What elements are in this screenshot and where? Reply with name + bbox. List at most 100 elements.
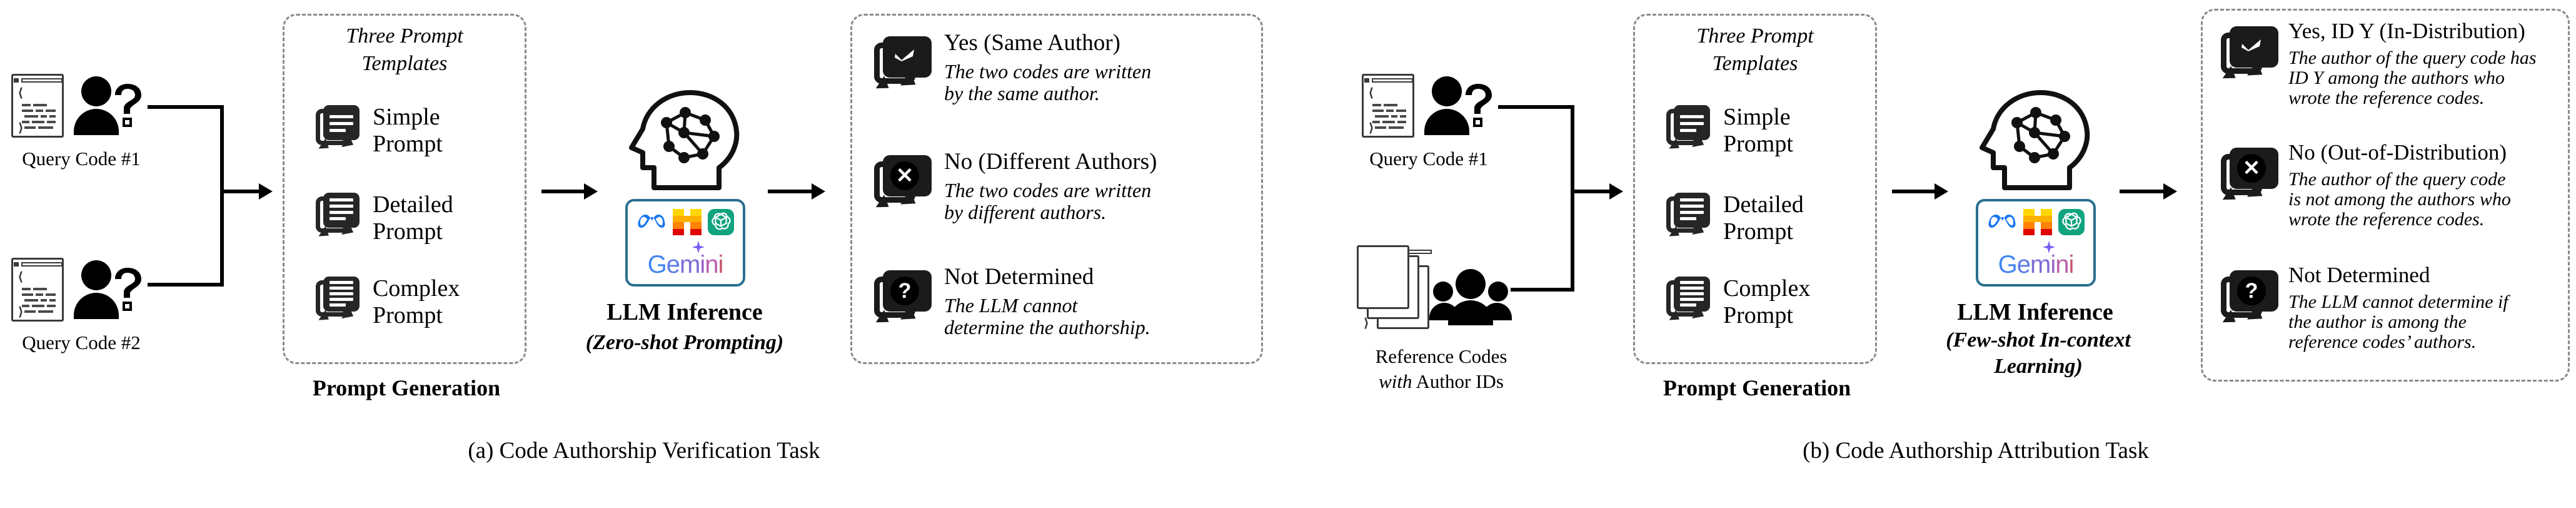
prompt-generation-caption: Prompt Generation [1663,375,1851,400]
result-title: No (Different Authors) [944,149,1157,175]
code-file-icon: ⟨ ⟩ [11,74,65,139]
template-label-detailed: Detailed [1723,191,1804,218]
connector-line [2120,190,2166,193]
gemini-wordmark: Gemini [1998,251,2075,278]
input-label-reference-codes: Reference Codes [1375,345,1507,367]
speech-bubble-icon [1666,105,1716,156]
cross-glyph: ✕ [2242,156,2261,180]
result-title: No (Out-of-Distribution) [2288,140,2507,165]
result-desc-line: The LLM cannot determine if [2288,292,2508,312]
speech-bubble-icon [316,193,366,244]
code-file-icon: ⟨ ⟩ [11,258,65,323]
results-box [2201,9,2570,382]
person-question-icon [1424,75,1493,138]
check-bubble-icon [2221,26,2281,84]
label-with-italic: with [1379,370,1412,392]
cross-bubble-icon: ✕ [874,155,934,213]
arrow-to-results [2163,183,2177,200]
question-bubble-icon: ? [874,270,934,328]
template-label-detailed-2: Prompt [373,218,443,245]
person-question-icon [74,75,143,138]
llm-model-logos-card: Gemini [625,199,745,287]
result-desc-line: The author of the query code [2288,169,2506,190]
prompt-generation-caption: Prompt Generation [312,375,501,400]
prompt-generation-box [1633,14,1877,364]
result-desc-line: wrote the reference codes. [2288,209,2485,230]
question-glyph: ? [2245,279,2258,303]
results-box [850,14,1263,364]
arrow-to-llm [1935,183,1948,200]
meta-logo [1988,215,2016,228]
prompt-box-heading-line1: Three Prompt [346,24,463,48]
arrow-to-prompt-box [1609,183,1623,200]
speech-bubble-icon [316,277,366,328]
meta-logo [638,215,665,228]
template-label-simple-2: Prompt [1723,131,1793,157]
person-question-icon [74,259,143,322]
check-bubble-icon [874,36,934,94]
template-label-simple: Simple [1723,104,1791,130]
gemini-wordmark: Gemini [647,251,724,278]
connector-line [768,190,814,193]
model-logo-row [1978,209,2093,235]
openai-logo [2058,209,2085,235]
connector-line [148,283,224,287]
mistral-logo [2023,209,2052,235]
panel-code-authorship-attribution: ⟨ ⟩ [1288,0,2576,508]
template-label-simple: Simple [373,104,440,130]
connector-line [148,105,224,109]
connector-line [1571,105,1574,292]
speech-bubble-icon [1666,277,1716,328]
question-glyph: ? [898,279,912,303]
llm-inference-subtitle: (Zero-shot Prompting) [585,331,784,354]
template-label-complex: Complex [373,275,460,302]
result-desc-line: The LLM cannot [944,294,1078,317]
arrow-to-results [812,183,825,200]
panel-caption-b: (b) Code Authorship Attribution Task [1803,438,2149,464]
arrow-to-llm [584,183,598,200]
brain-head-icon [1976,88,2095,194]
result-desc-line: wrote the reference codes. [2288,88,2485,108]
mistral-logo [673,209,702,235]
result-desc-line: reference codes’ authors. [2288,332,2477,352]
people-group-icon [1429,263,1514,325]
prompt-generation-box [283,14,526,364]
connector-line [1511,288,1574,292]
gemini-sparkle-icon [692,240,705,254]
panel-caption-a: (a) Code Authorship Verification Task [468,438,820,464]
template-label-complex-2: Prompt [1723,302,1793,328]
llm-inference-subtitle-line2: Learning) [1994,355,2083,378]
openai-logo [708,209,734,235]
prompt-box-heading-line2: Templates [1712,52,1798,75]
code-file-stack-icon: ⟨ ⟩ [1357,245,1434,334]
connector-line [1571,190,1612,193]
prompt-box-heading-line2: Templates [361,52,448,75]
prompt-box-heading-line1: Three Prompt [1696,24,1814,48]
result-desc-line: The author of the query code has [2288,48,2537,68]
template-label-detailed: Detailed [373,191,453,218]
llm-inference-title: LLM Inference [1957,299,2113,325]
result-title: Not Determined [2288,263,2430,287]
speech-bubble-icon [1666,193,1716,244]
result-desc-line: ID Y among the authors who [2288,68,2505,88]
speech-bubble-icon [316,105,366,156]
input-label-query-code-1: Query Code #1 [22,148,141,170]
connector-line [541,190,586,193]
result-desc-line: The two codes are written [944,179,1152,201]
brain-head-icon [625,88,744,194]
input-label-query-code-1: Query Code #1 [1369,148,1488,170]
connector-line [220,105,224,287]
template-label-complex-2: Prompt [373,302,443,328]
result-desc-line: by different authors. [944,201,1107,223]
model-logo-row [628,209,743,235]
result-desc-line: the author is among the [2288,312,2467,332]
template-label-simple-2: Prompt [373,131,443,157]
panel-code-authorship-verification: ⟨ ⟩ [11,14,1263,464]
connector-line [1892,190,1937,193]
input-label-query-code-2: Query Code #2 [22,332,141,353]
result-desc-line: is not among the authors who [2288,189,2511,210]
llm-model-logos-card: Gemini [1976,199,2096,287]
connector-line [1498,105,1574,109]
connector-line [220,190,261,193]
cross-glyph: ✕ [895,164,914,188]
